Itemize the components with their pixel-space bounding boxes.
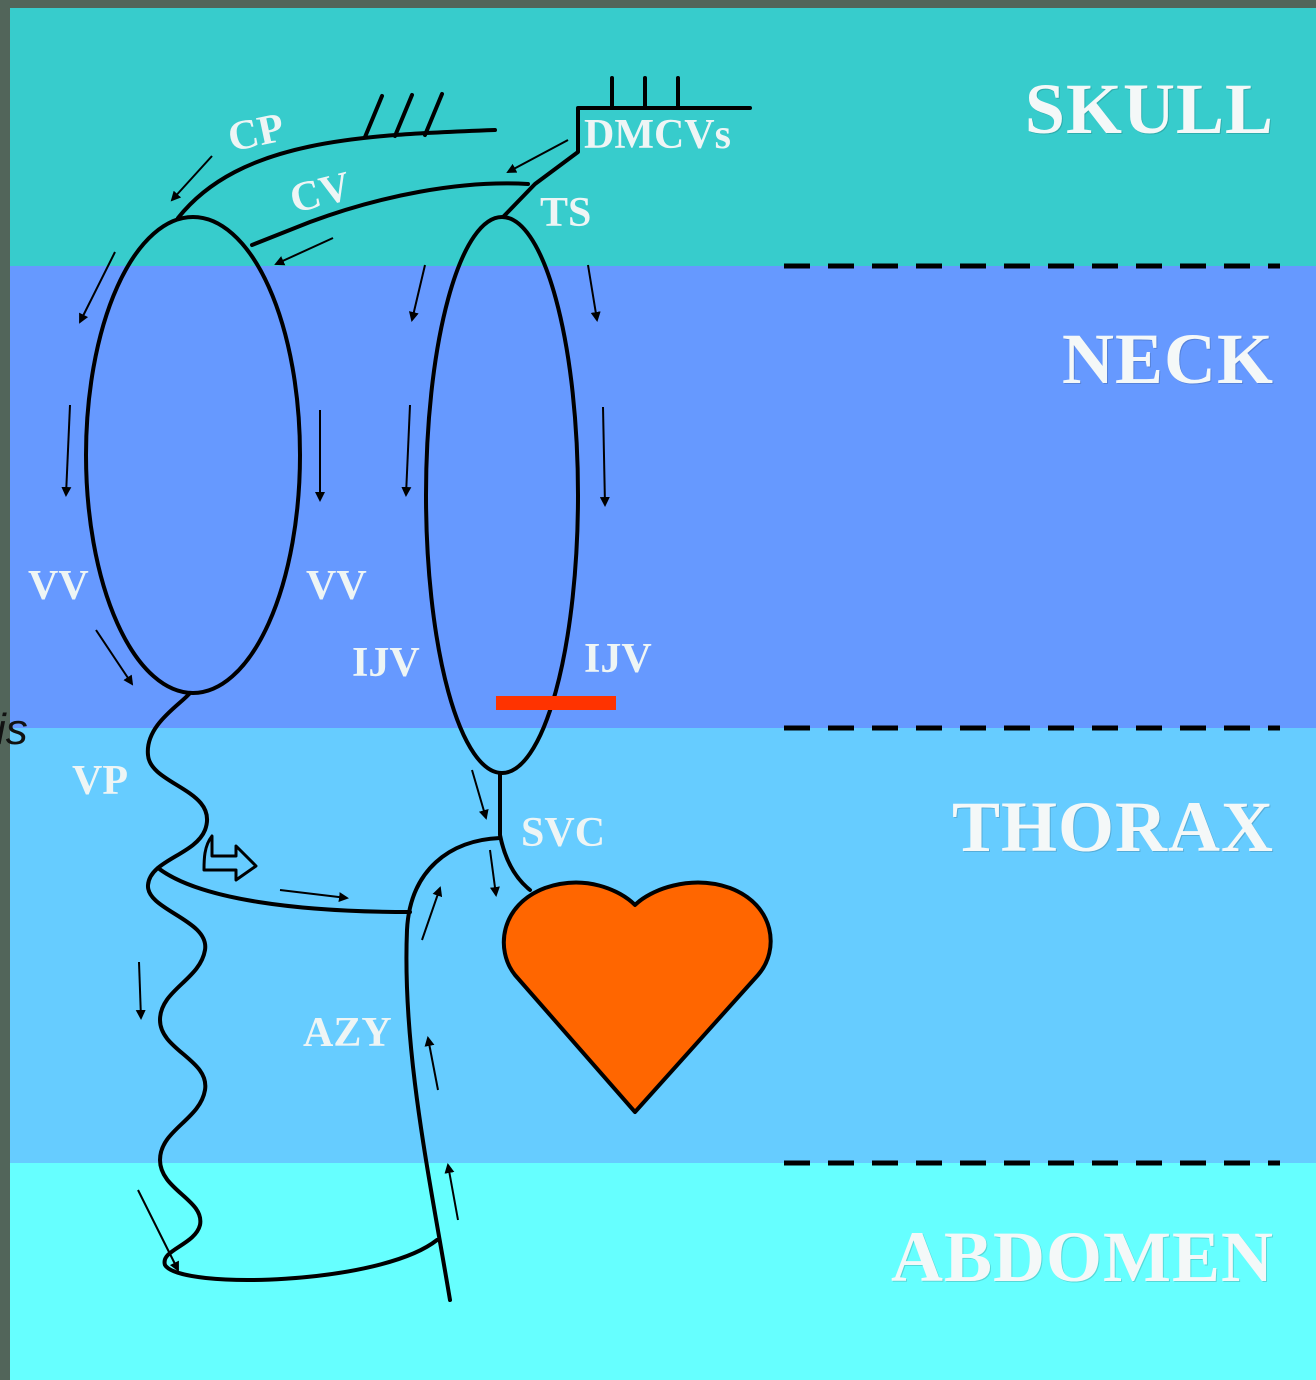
ijv-left-label: IJV <box>352 642 420 684</box>
internal-jugular-loop <box>426 217 578 773</box>
skull-label: SKULL <box>1025 68 1274 151</box>
neck-label: NECK <box>1062 318 1274 401</box>
vertebral-vein-loop <box>86 217 300 693</box>
cp-emissary-2 <box>395 95 412 136</box>
thorax-label: THORAX <box>952 786 1274 869</box>
ijv-right-label: IJV <box>584 638 652 680</box>
cp-label: CP <box>224 107 288 160</box>
obstruction-marker <box>496 696 616 710</box>
svc-label: SVC <box>521 812 605 854</box>
curved-flow-arrow <box>204 836 256 880</box>
vertebral-plexus <box>148 693 437 1280</box>
azygos-vein <box>406 838 500 1300</box>
dmcvs-label: DMCVs <box>584 114 731 156</box>
stray-text-fragment: is <box>0 708 28 752</box>
cp-emissary-1 <box>365 96 382 137</box>
vp-label: VP <box>72 760 128 802</box>
azy-label: AZY <box>303 1012 392 1054</box>
ts-label: TS <box>540 192 591 234</box>
abdomen-label: ABDOMEN <box>891 1216 1274 1299</box>
heart-shape <box>504 883 771 1112</box>
vv-right-label: VV <box>306 565 367 607</box>
cp-emissary-3 <box>425 94 442 135</box>
vv-left-label: VV <box>28 565 89 607</box>
